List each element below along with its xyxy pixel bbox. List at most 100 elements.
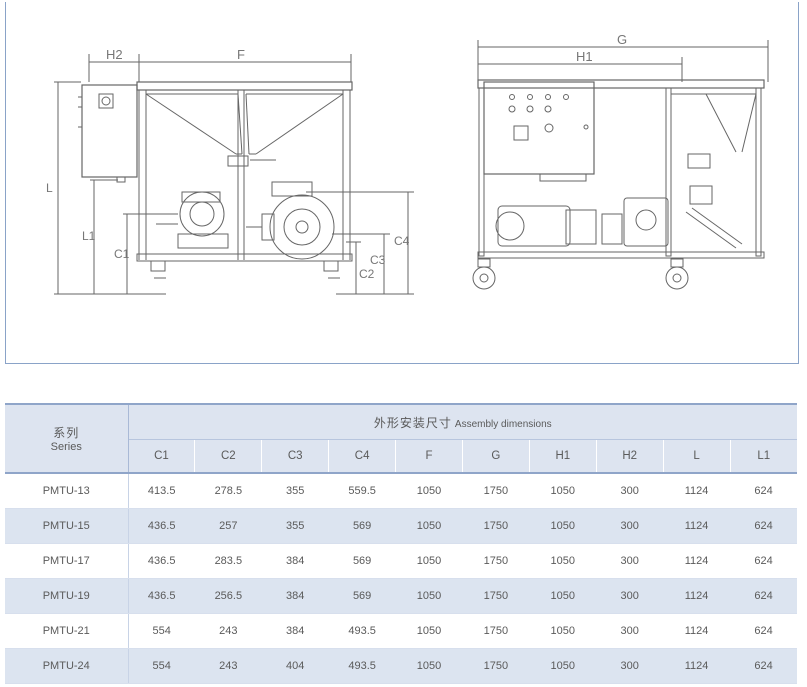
dim-label-f: F — [237, 47, 245, 62]
value-cell-c4: 493.5 — [328, 613, 396, 649]
value-cell-l1: 624 — [730, 578, 797, 614]
value-cell-c1: 554 — [128, 613, 195, 649]
value-cell-c4: 569 — [328, 578, 396, 614]
value-cell-c3: 355 — [261, 473, 329, 509]
assembly-dimensions-header: 外形安装尺寸 Assembly dimensions — [128, 403, 797, 440]
dim-label-l: L — [46, 181, 53, 195]
model-cell: PMTU-24 — [5, 648, 129, 684]
value-cell-h1: 1050 — [529, 648, 597, 684]
value-cell-l1: 624 — [730, 508, 797, 544]
value-cell-h2: 300 — [596, 473, 664, 509]
column-header-c4: C4 — [328, 439, 396, 474]
value-cell-c4: 493.5 — [328, 648, 396, 684]
value-cell-g: 1750 — [462, 508, 530, 544]
pump-unit-drawing: H2 F — [46, 32, 769, 295]
dim-label-c2: C2 — [359, 267, 375, 281]
value-cell-h2: 300 — [596, 613, 664, 649]
dim-label-c1: C1 — [114, 247, 130, 261]
value-cell-h1: 1050 — [529, 613, 597, 649]
value-cell-h2: 300 — [596, 578, 664, 614]
value-cell-c4: 559.5 — [328, 473, 396, 509]
dim-label-c4: C4 — [394, 234, 410, 248]
value-cell-f: 1050 — [395, 613, 463, 649]
value-cell-c3: 384 — [261, 613, 329, 649]
column-header-l: L — [662, 439, 731, 474]
value-cell-l: 1124 — [663, 578, 731, 614]
column-header-c2: C2 — [194, 439, 262, 474]
dim-label-c3: C3 — [370, 253, 386, 267]
value-cell-l1: 624 — [730, 613, 797, 649]
assembly-header-en: Assembly dimensions — [454, 418, 552, 430]
model-cell: PMTU-17 — [5, 543, 129, 579]
value-cell-g: 1750 — [462, 613, 530, 649]
column-header-l1: L1 — [729, 439, 797, 474]
value-cell-h1: 1050 — [529, 508, 597, 544]
value-cell-f: 1050 — [395, 648, 463, 684]
technical-drawing-panel: H2 F — [5, 2, 799, 364]
value-cell-c2: 243 — [194, 613, 262, 649]
dim-label-h2: H2 — [106, 47, 123, 62]
value-cell-g: 1750 — [462, 543, 530, 579]
value-cell-c1: 436.5 — [128, 508, 195, 544]
value-cell-c2: 283.5 — [194, 543, 262, 579]
value-cell-l1: 624 — [730, 473, 797, 509]
model-cell: PMTU-13 — [5, 473, 129, 509]
series-header-en: Series — [50, 441, 82, 453]
value-cell-c3: 355 — [261, 508, 329, 544]
column-header-h2: H2 — [595, 439, 664, 474]
value-cell-h1: 1050 — [529, 543, 597, 579]
dim-label-g: G — [617, 32, 627, 47]
value-cell-h2: 300 — [596, 648, 664, 684]
value-cell-l1: 624 — [730, 543, 797, 579]
column-header-c1: C1 — [128, 439, 195, 474]
value-cell-c2: 257 — [194, 508, 262, 544]
value-cell-l: 1124 — [663, 613, 731, 649]
value-cell-f: 1050 — [395, 473, 463, 509]
value-cell-h1: 1050 — [529, 473, 597, 509]
value-cell-c4: 569 — [328, 508, 396, 544]
value-cell-l: 1124 — [663, 473, 731, 509]
value-cell-c1: 436.5 — [128, 578, 195, 614]
value-cell-h2: 300 — [596, 543, 664, 579]
value-cell-c2: 278.5 — [194, 473, 262, 509]
value-cell-l: 1124 — [663, 648, 731, 684]
value-cell-g: 1750 — [462, 473, 530, 509]
column-header-h1: H1 — [528, 439, 597, 474]
value-cell-l1: 624 — [730, 648, 797, 684]
value-cell-l: 1124 — [663, 508, 731, 544]
dim-label-l1: L1 — [82, 229, 96, 243]
value-cell-f: 1050 — [395, 543, 463, 579]
value-cell-c1: 413.5 — [128, 473, 195, 509]
value-cell-g: 1750 — [462, 578, 530, 614]
model-cell: PMTU-15 — [5, 508, 129, 544]
model-cell: PMTU-21 — [5, 613, 129, 649]
value-cell-c2: 256.5 — [194, 578, 262, 614]
value-cell-h1: 1050 — [529, 578, 597, 614]
value-cell-g: 1750 — [462, 648, 530, 684]
value-cell-c4: 569 — [328, 543, 396, 579]
series-header: 系列 Series — [5, 403, 129, 474]
value-cell-h2: 300 — [596, 508, 664, 544]
model-cell: PMTU-19 — [5, 578, 129, 614]
column-header-f: F — [395, 439, 463, 474]
value-cell-f: 1050 — [395, 508, 463, 544]
assembly-header-zh: 外形安装尺寸 — [373, 415, 452, 430]
value-cell-c1: 436.5 — [128, 543, 195, 579]
value-cell-c3: 384 — [261, 578, 329, 614]
value-cell-c3: 384 — [261, 543, 329, 579]
value-cell-c3: 404 — [261, 648, 329, 684]
series-header-zh: 系列 — [53, 426, 80, 440]
column-header-c3: C3 — [261, 439, 329, 474]
value-cell-l: 1124 — [663, 543, 731, 579]
value-cell-c1: 554 — [128, 648, 195, 684]
column-header-g: G — [461, 439, 530, 474]
dim-label-h1: H1 — [576, 49, 593, 64]
